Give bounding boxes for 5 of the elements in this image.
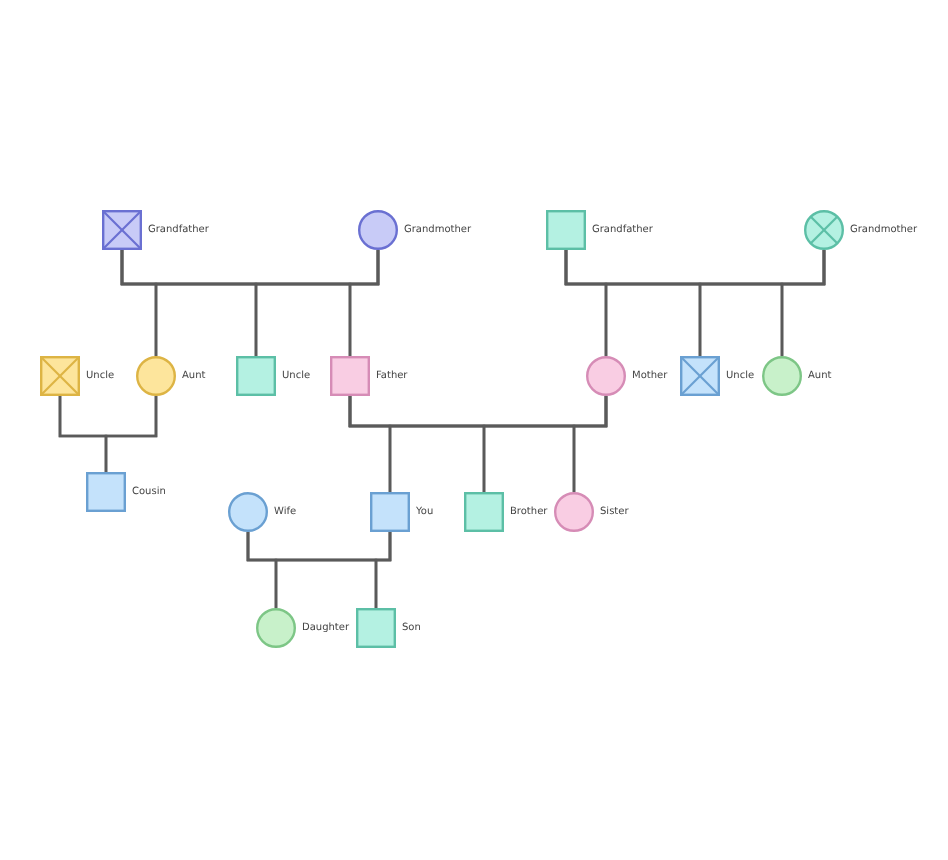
descent-line: [374, 532, 392, 608]
descent-line: [104, 396, 158, 472]
descent-line: [572, 396, 608, 492]
descent-line: [780, 250, 826, 356]
descent-line: [348, 250, 380, 356]
